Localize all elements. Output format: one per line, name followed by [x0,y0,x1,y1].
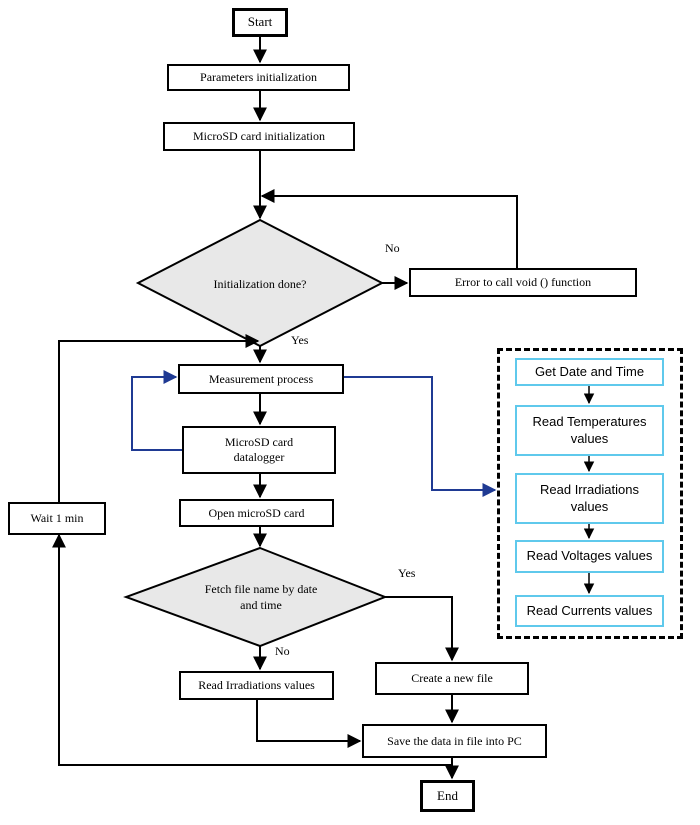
arrow-read-save [256,700,362,748]
panel-item-temperatures: Read Temperatures values [515,405,664,456]
microsd-init-node: MicroSD card initialization [163,122,355,151]
panel-item-date-time: Get Date and Time [515,358,664,386]
label-no-fetch: No [275,644,290,658]
panel-item-currents: Read Currents values [515,595,664,627]
measurement-node: Measurement process [178,364,344,394]
read-irradiations-node: Read Irradiations values [179,671,334,700]
measurement-detail-panel [497,348,683,639]
init-done-decision: Initialization done? [213,276,307,291]
open-card-node: Open microSD card [179,499,334,527]
fetch-file-decision: Fetch file name by date and time [204,581,318,612]
panel-item-irradiations: Read Irradiations values [515,473,664,524]
start-node: Start [232,8,288,37]
arrow-datalogger-feedback [131,370,182,451]
arrow-save-wait [52,533,452,766]
wait-node: Wait 1 min [8,502,106,535]
arrow-wait-loop-top [58,334,260,502]
label-no-init: No [385,241,400,255]
error-call-node: Error to call void () function [409,268,637,297]
arrow-error-loop [260,189,518,268]
label-yes-fetch: Yes [398,566,416,580]
panel-item-voltages: Read Voltages values [515,540,664,573]
end-node: End [420,780,475,812]
datalogger-node: MicroSD card datalogger [182,426,336,474]
arrow-fetch-create [385,596,459,662]
label-yes-init: Yes [291,333,309,347]
save-data-node: Save the data in file into PC [362,724,547,758]
create-file-node: Create a new file [375,662,529,695]
params-init-node: Parameters initialization [167,64,350,91]
arrow-measurement-panel [344,376,497,497]
